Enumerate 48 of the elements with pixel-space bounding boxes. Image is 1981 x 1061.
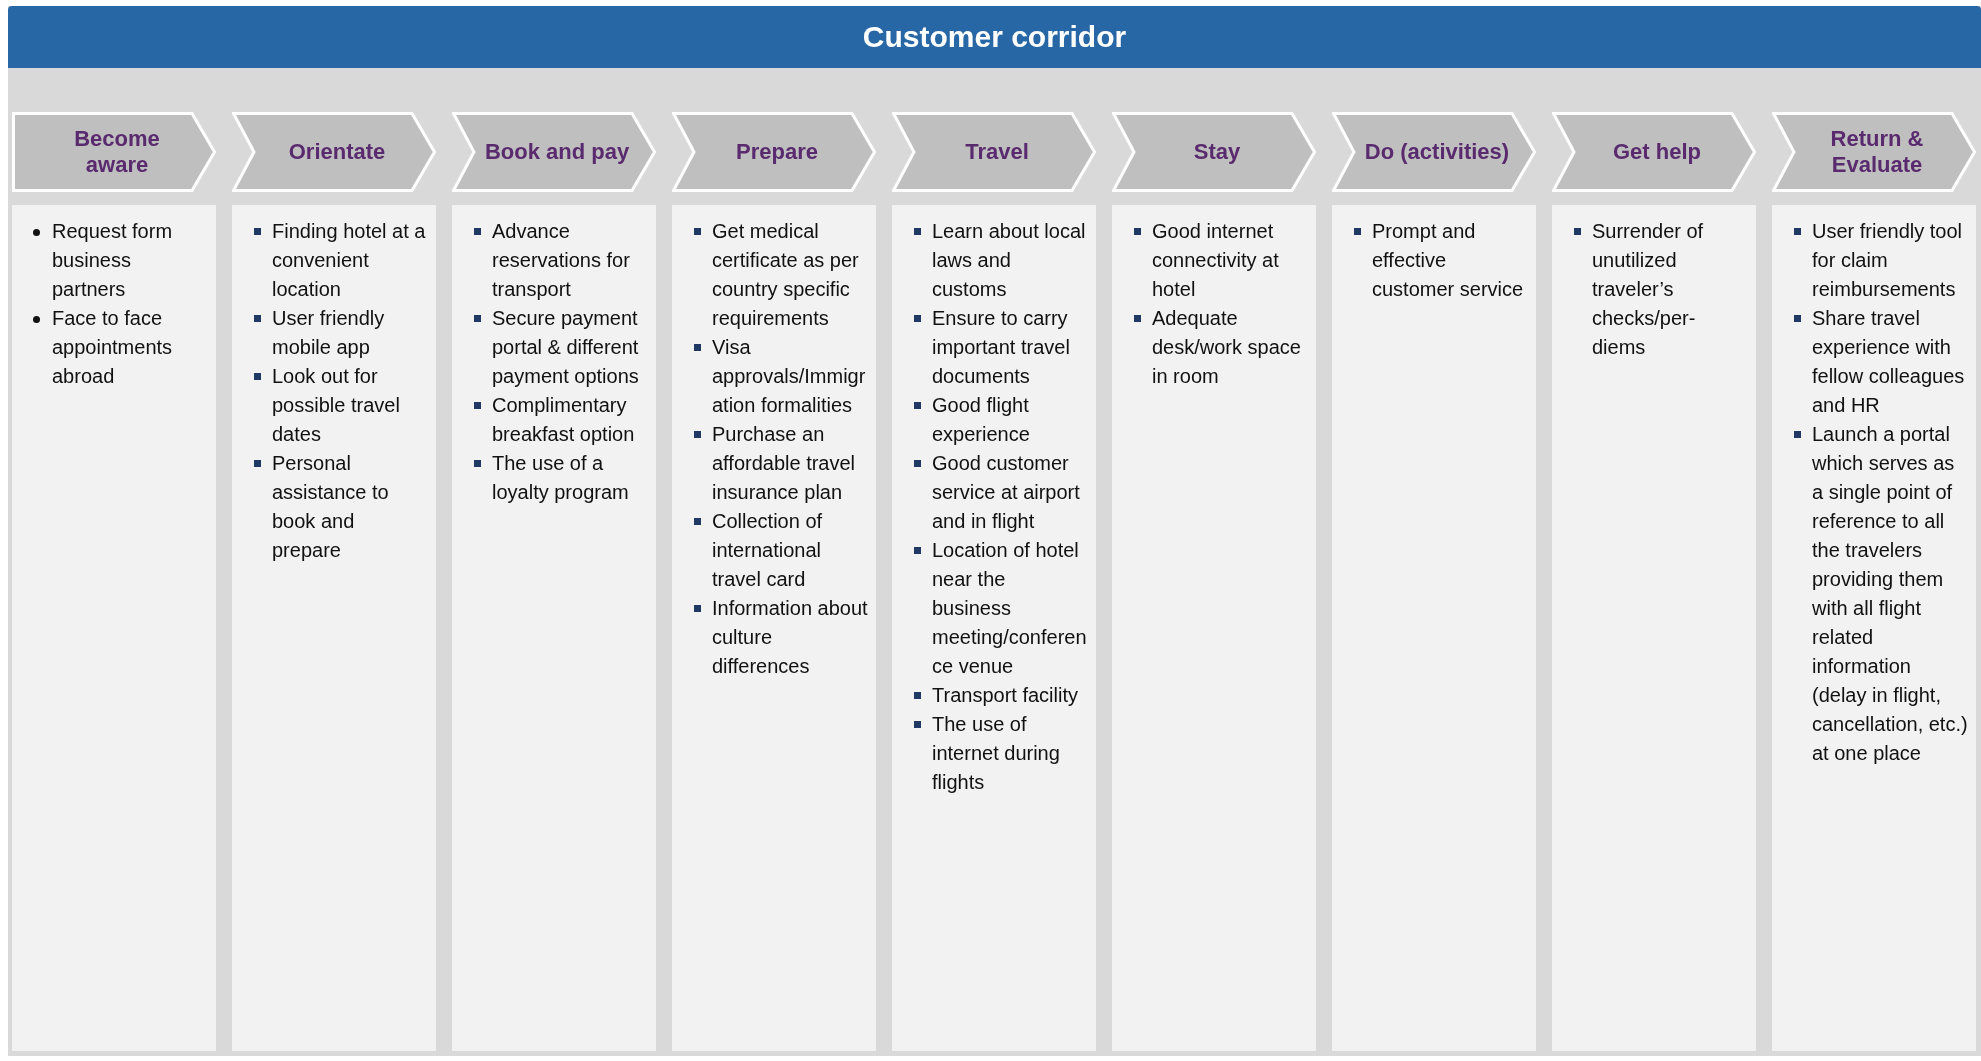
bullet-point: Finding hotel at a convenient location: [242, 217, 428, 304]
column-panel: [672, 205, 876, 1051]
bullet-point: Transport facility: [902, 681, 1088, 710]
column-panel: [452, 205, 656, 1051]
bullet-point: Collection of international travel card: [682, 507, 868, 594]
bullet-point: Share travel experience with fellow colleagues and HR: [1782, 304, 1968, 420]
bullet-point: Good customer service at airport and in flight: [902, 449, 1088, 536]
bullet-point: Look out for possible travel dates: [242, 362, 428, 449]
bullet-point: Ensure to carry important travel documents: [902, 304, 1088, 391]
bullet-point: Good internet connectivity at hotel: [1122, 217, 1308, 304]
bullet-point: Location of hotel near the business meeting/conference venue: [902, 536, 1088, 681]
bullet-point: User friendly tool for claim reimbursements: [1782, 217, 1968, 304]
step-title: Stay: [1193, 139, 1241, 165]
bullet-point: Secure payment portal & different payment options: [462, 304, 648, 391]
bullet-point: Surrender of unutilized traveler’s checks/per-diems: [1562, 217, 1748, 362]
column-panel: [892, 205, 1096, 1051]
bullet-point: Advance reservations for transport: [462, 217, 648, 304]
bullet-point: Visa approvals/Immigration formalities: [682, 333, 868, 420]
step-title: Do (activities): [1364, 139, 1510, 165]
step-title: Orientate: [288, 139, 386, 165]
column-panel: [232, 205, 436, 1051]
bullet-point: User friendly mobile app: [242, 304, 428, 362]
bullet-point: Face to face appointments abroad: [22, 304, 208, 391]
bullet-point: Launch a portal which serves as a single point of reference to all the travelers providing them with all flight related information (delay in flight, cancellation, etc.) at one place: [1782, 420, 1968, 768]
bullet-point: Complimentary breakfast option: [462, 391, 648, 449]
step-title: Book and pay: [484, 139, 630, 165]
bullet-point: Prompt and effective customer service: [1342, 217, 1528, 304]
bullet-point: Information about culture differences: [682, 594, 868, 681]
column-panel: [1772, 205, 1976, 1051]
column-panel: [1332, 205, 1536, 1051]
bullet-point: The use of a loyalty program: [462, 449, 648, 507]
step-title: Prepare: [736, 139, 818, 165]
bullet-point: Request form business partners: [22, 217, 208, 304]
bullet-point: The use of internet during flights: [902, 710, 1088, 797]
bullet-point: Learn about local laws and customs: [902, 217, 1088, 304]
step-title: Become aware: [73, 126, 161, 178]
column-panel: [1112, 205, 1316, 1051]
bullet-point: Purchase an affordable travel insurance plan: [682, 420, 868, 507]
step-title: Return & Evaluate: [1829, 126, 1925, 178]
column-panel: [12, 205, 216, 1051]
bullet-point: Good flight experience: [902, 391, 1088, 449]
step-title: Travel: [965, 139, 1029, 165]
bullet-point: Personal assistance to book and prepare: [242, 449, 428, 565]
step-title: Get help: [1613, 139, 1701, 165]
column-panel: [1552, 205, 1756, 1051]
bullet-point: Get medical certificate as per country specific requirements: [682, 217, 868, 333]
bullet-point: Adequate desk/work space in room: [1122, 304, 1308, 391]
title-text: Customer corridor: [862, 20, 1127, 54]
